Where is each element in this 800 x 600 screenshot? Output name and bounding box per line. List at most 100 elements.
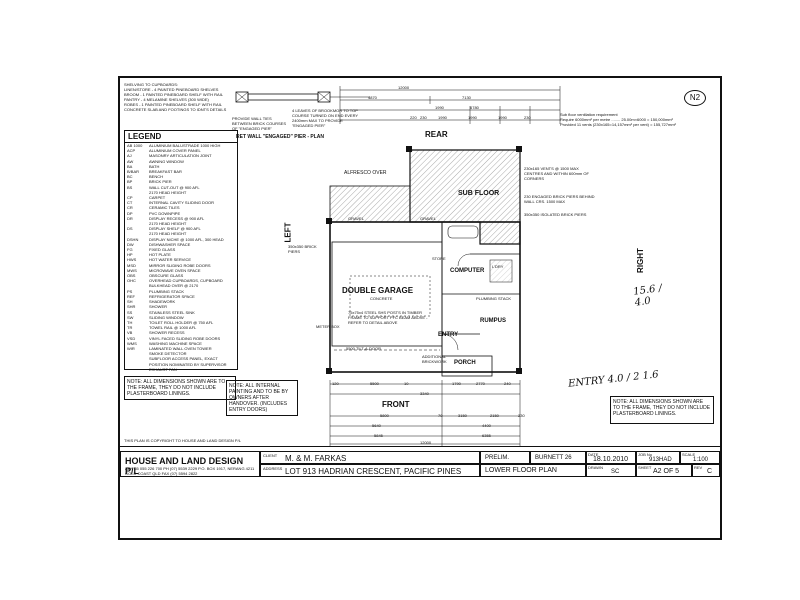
handwritten-note-area: 15.6 / 4.0 — [632, 282, 663, 309]
dim-bottom-11: 2150 — [490, 413, 499, 418]
legend-code: CP — [127, 195, 133, 201]
legend-code — [125, 367, 149, 372]
label-plumbing-stack: PLUMBING STACK — [476, 296, 512, 301]
dim-top-overall: 12000 — [398, 85, 410, 90]
rev-label: REV — [694, 465, 703, 470]
dim-bottom-3: 10 — [404, 381, 409, 386]
legend-code: AW — [127, 158, 134, 164]
legend-code: AJ — [127, 153, 132, 159]
legend-code: MWS — [127, 267, 137, 273]
legend-description: CERAMIC TILES — [149, 205, 180, 211]
legend-description: BRICK PIER — [149, 179, 172, 185]
label-steel-post: 75x75x4 STEEL SHS POSTS IN TIMBER FRAME … — [348, 310, 428, 325]
pier-note-brookmor: 4 LEAVES OF BROOKMOR TO TOP COURSE TURNE… — [292, 108, 359, 128]
drawn-value: SC — [611, 469, 620, 475]
legend-code: DP — [127, 210, 133, 216]
legend-code: PS — [127, 288, 133, 294]
legend-row: POSITION NOMINATED BY SUPERVISOR — [125, 362, 237, 367]
bottom-dimension-lines — [329, 380, 521, 446]
drawing-title-cell: LOWER FLOOR PLAN — [480, 464, 586, 477]
legend-row: SMOKE DETECTOR — [125, 351, 237, 356]
legend-description: REFRIGERATOR SPACE — [149, 293, 195, 299]
address-cell: ADDRESS LOT 913 HADRIAN CRESCENT, PACIFI… — [260, 464, 480, 477]
legend-description: SHOWER — [149, 304, 167, 310]
legend-description: TOILET ROLL HOLDER @ 750 AFL — [149, 319, 214, 325]
note-line: LINEN/STORE - 4 PAINTED PINEBOARD SHELVE… — [124, 87, 219, 92]
legend-description: SUBFLOOR ACCESS PANEL, EXACT — [149, 356, 218, 362]
label-porch: PORCH — [454, 360, 476, 366]
legend-description: SLIDING WINDOW — [149, 314, 184, 320]
dim-top-d: 6780 — [470, 105, 479, 110]
note-line: SHELVING TO CUPBOARDS: — [124, 82, 179, 87]
legend-description: MASONRY ARTICULATION JOINT — [149, 153, 212, 159]
legend-description: LAMINATED WALL OVEN TOWER — [149, 345, 212, 351]
model-cell: BURNETT 26 — [530, 451, 586, 464]
vent-line: Sub floor ventilation requirement — [560, 112, 618, 117]
legend-code: TR — [127, 325, 133, 331]
date-cell: DATE 18.10.2010 — [586, 451, 636, 464]
legend-description: HOT PLATE — [149, 252, 171, 258]
stage-value: PRELIM. — [485, 455, 510, 461]
pier-plan-drawing — [235, 91, 370, 103]
legend-description: AWNING WINDOW — [149, 158, 184, 164]
label-laundry: L'DRY — [492, 264, 504, 269]
sheet-cell: SHEET A2 OF 5 — [636, 464, 692, 477]
note-line: PANTRY - 4 MELAMINE SHELVES (300 WIDE) — [124, 97, 209, 102]
dim-top-f: 230 — [420, 115, 427, 120]
client-cell: CLIENT M. & M. FARKAS — [260, 451, 480, 464]
model-value: BURNETT 26 — [535, 455, 572, 461]
legend-row: EXHAUST FAN — [125, 367, 237, 372]
dim-bottom-14: 4400 — [482, 423, 491, 428]
label-vents-note: 230x165 VENTS @ 1500 MAX CENTRES AND WIT… — [524, 166, 589, 181]
label-engaged-piers: 230 ENGAGED BRICK PIERS BEHIND WALL CRS.… — [524, 194, 595, 204]
sheet-value: A2 OF 5 — [653, 468, 680, 475]
legend-description: DISPLAY NICHE @ 1000 AFL, 300 HEAD — [149, 236, 224, 242]
dim-bottom-4: 3340 — [420, 391, 429, 396]
note-line: BROOM - 1 PAINTED PINEBOARD SHELF WITH R… — [124, 92, 224, 97]
legend-row: WIR LAMINATED WALL OVEN TOWER — [125, 346, 237, 351]
handwritten-note-entry: ENTRY 4.0 / 2 1.6 — [567, 369, 660, 390]
legend-description: INTERNAL CAVITY SLIDING DOOR — [149, 200, 215, 206]
label-rumpus: RUMPUS — [480, 318, 507, 324]
label-computer: COMPUTER — [450, 268, 485, 274]
dim-bottom-15: 5845 — [374, 433, 383, 438]
legend-description: 2170 HEAD HEIGHT — [149, 221, 187, 227]
legend-description: STAINLESS STEEL SINK — [149, 309, 195, 315]
title-block: HOUSE AND LAND DESIGN P/L ABN 65 055 226… — [120, 446, 720, 539]
legend-code: WIR — [127, 345, 135, 351]
label-gravel-2: GRAVEL — [420, 216, 436, 221]
label-meter-box: METER BOX — [316, 324, 340, 329]
legend-description: OVERHEAD CUPBOARDS, CUPBOARD — [149, 278, 223, 284]
dim-bottom-6: 2770 — [476, 381, 485, 386]
legend-code: VSD — [127, 335, 136, 341]
address-label: ADDRESS — [263, 466, 283, 471]
dim-bottom-5: 1790 — [452, 381, 461, 386]
vent-line: Provided 11 vents (230x165=14,157mm² per… — [560, 122, 676, 127]
legend-description: EXHAUST FAN — [149, 366, 177, 372]
shelving-notes: SHELVING TO CUPBOARDS: LINEN/STORE - 4 P… — [124, 82, 236, 112]
dim-bottom-2: 5500 — [370, 381, 379, 386]
legend-code: REF — [127, 293, 135, 299]
drawing-title: LOWER FLOOR PLAN — [485, 467, 557, 474]
legend-code: BC — [127, 174, 133, 180]
rev-value: C — [707, 468, 713, 475]
legend-description: CARPET — [149, 195, 166, 201]
client-label: CLIENT — [263, 453, 278, 458]
dim-bottom-9: 70 — [438, 413, 443, 418]
company-details: ABN 65 055 226 700 PH (07) 5539 2229 P.O… — [125, 466, 255, 476]
legend-row: AW AWNING WINDOW — [125, 159, 237, 164]
legend-description: FIXED GLASS — [149, 247, 176, 253]
legend-code: FG — [127, 247, 133, 253]
